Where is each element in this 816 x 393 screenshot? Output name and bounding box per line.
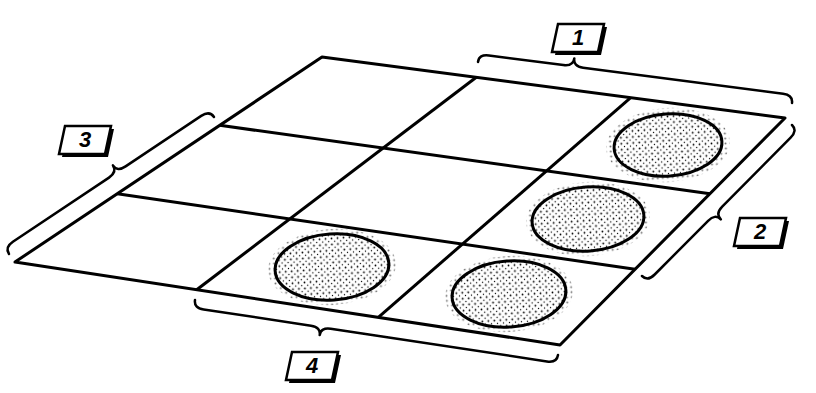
brackets (7, 55, 794, 361)
callout-frame (59, 126, 114, 157)
callout-number: 3 (65, 126, 105, 154)
brace-bracket (195, 300, 558, 362)
callout-frame (552, 24, 607, 55)
dough-disc (604, 104, 733, 186)
tray-outline (15, 57, 785, 345)
dough-disc (443, 252, 576, 337)
callout-number: 2 (740, 218, 780, 246)
brace-bracket (478, 55, 792, 103)
callout-frames (59, 24, 789, 383)
callout-frame (734, 218, 789, 249)
callout-number: 1 (558, 24, 598, 52)
dough-disc (524, 178, 653, 260)
brace-bracket (642, 125, 795, 278)
grid-tray (15, 57, 785, 345)
dough-disc (266, 225, 399, 310)
callout-frame (286, 352, 341, 383)
dough-portions (266, 104, 733, 337)
brace-bracket (7, 113, 214, 254)
callout-number: 4 (292, 352, 332, 380)
